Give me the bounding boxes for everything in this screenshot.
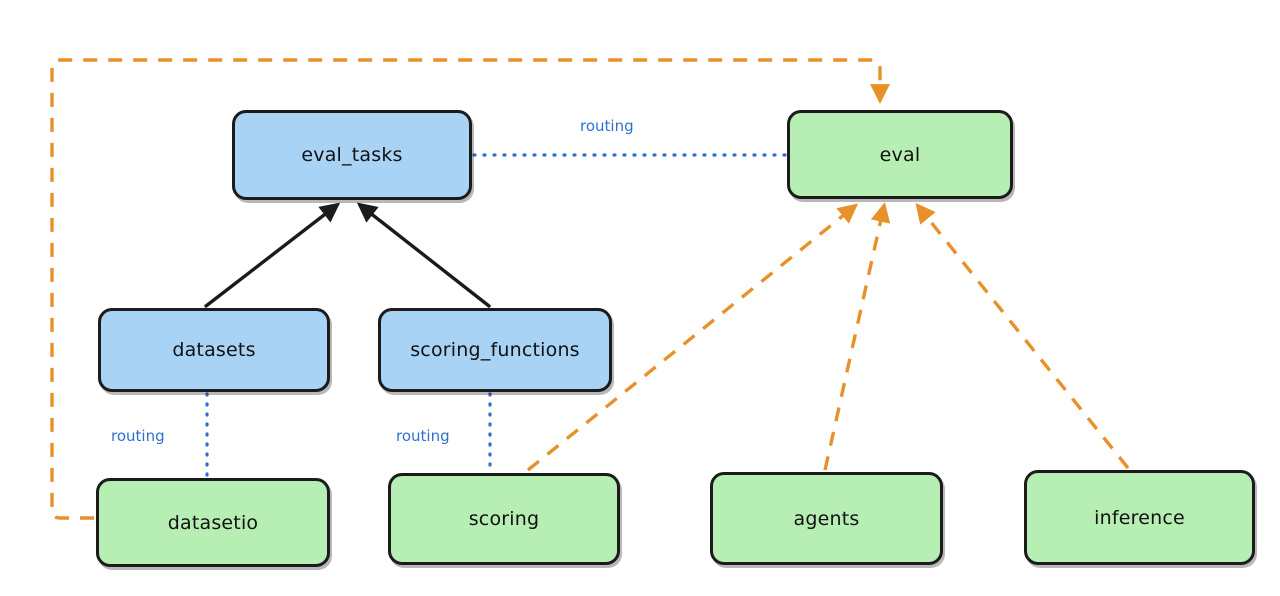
edge-label-routing-scoring-functions-scoring: routing xyxy=(396,427,450,445)
node-eval[interactable]: eval xyxy=(787,110,1013,199)
node-label-inference: inference xyxy=(1094,506,1185,529)
node-scoring-functions[interactable]: scoring_functions xyxy=(378,308,612,392)
edge-agents-to-eval xyxy=(823,202,891,471)
edge-label-routing-eval-tasks-eval: routing xyxy=(580,117,634,135)
node-label-scoring: scoring xyxy=(468,508,540,530)
node-label-scoring-functions: scoring_functions xyxy=(410,339,580,361)
node-label-datasetio: datasetio xyxy=(167,511,259,534)
node-datasets[interactable]: datasets xyxy=(98,308,330,392)
node-inference[interactable]: inference xyxy=(1024,470,1255,565)
node-label-eval: eval xyxy=(879,143,921,166)
edge-label-routing-datasets-datasetio: routing xyxy=(111,427,165,445)
node-label-datasets: datasets xyxy=(172,339,256,361)
edge-scoring-functions-to-eval-tasks xyxy=(356,202,491,308)
edge-inference-to-eval xyxy=(915,202,1130,470)
node-label-agents: agents xyxy=(793,507,860,530)
edge-datasets-to-eval-tasks xyxy=(204,202,341,308)
node-label-eval-tasks: eval_tasks xyxy=(301,144,403,166)
node-agents[interactable]: agents xyxy=(710,472,943,565)
node-datasetio[interactable]: datasetio xyxy=(96,478,330,567)
node-eval-tasks[interactable]: eval_tasks xyxy=(232,110,472,200)
node-scoring[interactable]: scoring xyxy=(388,473,620,565)
edge-scoring-to-eval xyxy=(526,203,859,472)
